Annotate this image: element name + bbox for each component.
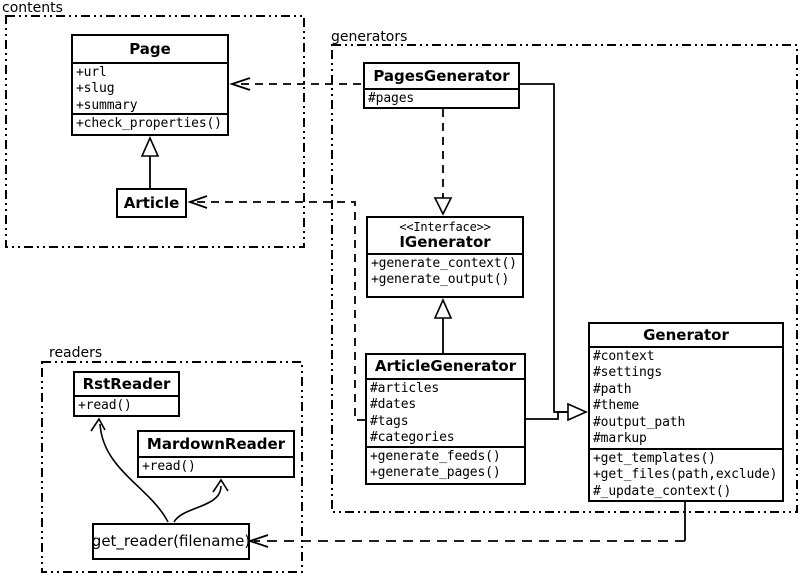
dependency-arrow-articlegenerator-to-article	[187, 195, 365, 421]
attribute: #context	[593, 349, 655, 364]
class-page: Page +url +slug +summary +check_properti…	[71, 34, 229, 136]
arrow-getreader-to-rstreader	[90, 417, 169, 523]
package-label-contents: contents	[2, 0, 63, 16]
class-generator-attributes: #context #settings #path #theme #output_…	[590, 346, 782, 448]
inheritance-arrow-generators-to-generator	[520, 83, 588, 422]
class-page-attributes: +url +slug +summary	[73, 62, 227, 113]
method: +generate_output()	[371, 272, 510, 288]
attribute: #pages	[368, 91, 415, 106]
attribute: #output_path	[593, 414, 686, 430]
class-articlegenerator-methods: +generate_feeds() +generate_pages()	[367, 446, 524, 483]
attribute: +url	[76, 65, 107, 80]
attribute: +slug	[76, 81, 115, 97]
class-article-title: Article	[123, 193, 180, 212]
class-rstreader: RstReader +read()	[73, 371, 180, 417]
attribute: #settings	[593, 365, 663, 381]
package-border-readers	[41, 361, 303, 573]
package-label-readers: readers	[49, 345, 103, 361]
class-igenerator-title-text: IGenerator	[399, 233, 491, 251]
class-igenerator-title: <<Interface>> IGenerator	[368, 218, 522, 253]
class-articlegenerator-title: ArticleGenerator	[374, 357, 517, 375]
inheritance-arrow-articlegenerator-to-igenerator	[433, 298, 453, 353]
class-generator-methods: +get_templates() +get_files(path,exclude…	[590, 448, 782, 500]
method: +read()	[78, 398, 132, 413]
class-generator-title: Generator	[643, 325, 729, 344]
class-igenerator: <<Interface>> IGenerator +generate_conte…	[366, 216, 524, 298]
class-mardownreader-title: MardownReader	[146, 434, 286, 453]
package-border-contents	[5, 15, 305, 248]
method: +get_templates()	[593, 451, 716, 466]
method: #_update_context()	[593, 483, 732, 499]
class-articlegenerator-attributes: #articles #dates #tags #categories	[367, 378, 524, 446]
dependency-arrow-pagesgenerator-to-page	[229, 77, 361, 91]
node-get-reader: get_reader(filename)	[92, 523, 250, 560]
class-pagesgenerator: PagesGenerator #pages	[363, 62, 520, 109]
class-igenerator-methods: +generate_context() +generate_output()	[368, 253, 522, 296]
stereotype-interface: <<Interface>>	[399, 220, 491, 234]
dependency-arrow-generator-to-getreader	[247, 502, 686, 548]
class-article: Article	[116, 188, 187, 218]
inheritance-arrow-article-to-page	[140, 136, 160, 188]
method: +generate_pages()	[370, 465, 501, 481]
package-label-generators: generators	[331, 29, 408, 45]
class-mardownreader-methods: +read()	[139, 456, 293, 476]
attribute: +summary	[76, 97, 138, 113]
attribute: #articles	[370, 381, 440, 396]
attribute: #markup	[593, 431, 647, 447]
class-pagesgenerator-attributes: #pages	[365, 88, 518, 107]
attribute: #dates	[370, 397, 417, 413]
class-pagesgenerator-title: PagesGenerator	[373, 66, 510, 85]
realization-arrow-pagesgenerator-to-igenerator	[433, 109, 453, 216]
class-articlegenerator: ArticleGenerator #articles #dates #tags …	[365, 353, 526, 485]
class-mardownreader: MardownReader +read()	[137, 430, 295, 478]
package-border-generators	[331, 44, 798, 513]
class-rstreader-methods: +read()	[75, 395, 178, 415]
class-page-title: Page	[129, 39, 171, 58]
attribute: #path	[593, 381, 632, 397]
class-rstreader-title: RstReader	[82, 374, 171, 393]
method: +check_properties()	[76, 116, 222, 131]
node-get-reader-label: get_reader(filename)	[94, 532, 248, 550]
attribute: #theme	[593, 398, 640, 414]
arrow-getreader-to-mardownreader	[173, 478, 229, 523]
attribute: #categories	[370, 430, 455, 446]
method: +read()	[142, 459, 196, 474]
class-generator: Generator #context #settings #path #them…	[588, 322, 784, 502]
method: +generate_feeds()	[370, 449, 501, 464]
class-page-methods: +check_properties()	[73, 113, 227, 134]
method: +get_files(path,exclude)	[593, 467, 778, 483]
method: +generate_context()	[371, 256, 517, 271]
attribute: #tags	[370, 413, 409, 429]
